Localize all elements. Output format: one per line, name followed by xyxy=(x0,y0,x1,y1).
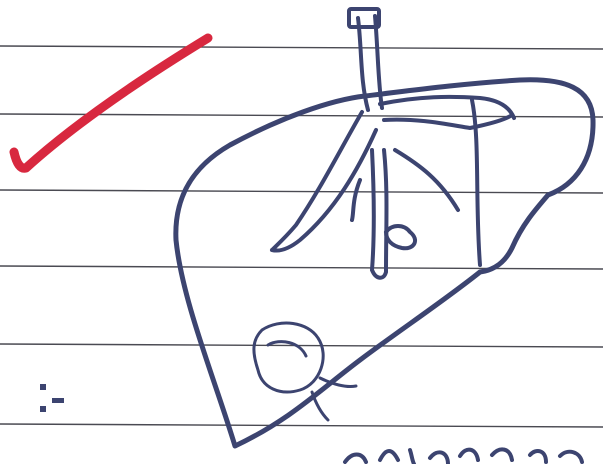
dash-mark xyxy=(52,398,64,403)
vessel-mid-branch xyxy=(352,150,458,220)
ruled-line xyxy=(0,190,603,193)
handwriting-fragment xyxy=(345,449,582,464)
vessel-lower-branch xyxy=(372,150,387,278)
colon-mark xyxy=(40,384,64,412)
ruled-line xyxy=(0,344,603,347)
vessel-right-branch xyxy=(380,97,514,128)
ruled-line xyxy=(0,424,603,427)
colon-dot-bottom xyxy=(40,406,46,412)
ruled-line xyxy=(0,46,603,49)
red-checkmark xyxy=(14,38,208,168)
vessel-small-loop xyxy=(386,226,415,248)
ruled-line xyxy=(0,266,603,269)
colon-dot-top xyxy=(40,384,46,390)
liver-drawing xyxy=(176,9,593,446)
